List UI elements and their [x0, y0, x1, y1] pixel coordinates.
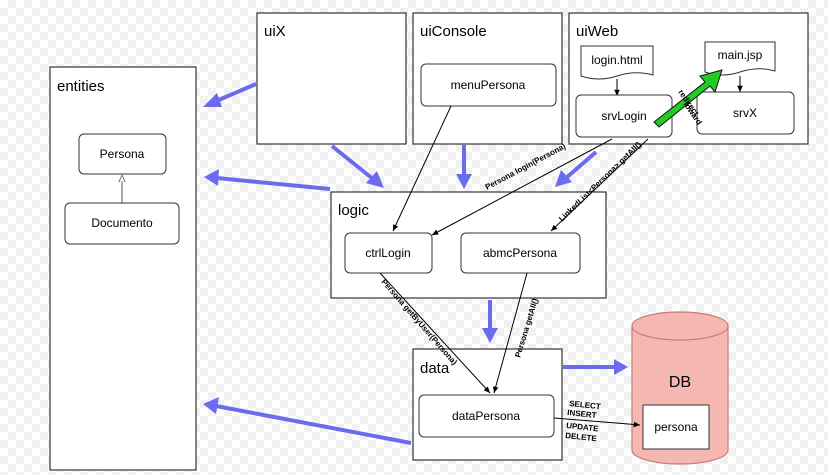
srvlogin-to-abmc-arrow: [550, 138, 649, 232]
data-to-db-arrow: [563, 359, 628, 375]
node-data-persona: dataPersona: [418, 394, 555, 438]
package-logic-title: logic: [338, 202, 369, 219]
node-documento: Documento: [64, 202, 180, 245]
dependency-arrows: [203, 82, 628, 445]
node-ctrl-login: ctrlLogin: [344, 232, 433, 274]
data-persona-label: dataPersona: [452, 409, 520, 423]
node-persona: Persona: [78, 133, 167, 175]
menu-to-ctrl-arrow: [392, 105, 452, 232]
node-main-jsp: main.jsp: [704, 41, 776, 76]
login-html-label: login.html: [591, 53, 642, 67]
srvlogin-to-ctrl-arrow: [431, 138, 613, 236]
package-uix: uiX: [256, 12, 407, 145]
node-persona-table: persona: [642, 404, 710, 450]
sql-op-select: SELECT: [569, 399, 601, 411]
node-srv-login: srvLogin: [575, 94, 673, 138]
package-uiweb-title: uiWeb: [576, 23, 618, 40]
abmc-persona-label: abmcPersona: [483, 246, 557, 260]
datapersona-to-table-arrow: [553, 417, 641, 428]
data-to-entities-arrow: [203, 397, 412, 445]
package-data-title: data: [420, 360, 450, 377]
menu-persona-label: menuPersona: [451, 78, 526, 92]
uiweb-to-logic-arrow: [555, 150, 598, 187]
node-abmc-persona: abmcPersona: [460, 232, 581, 274]
persona-table-label: persona: [654, 420, 698, 434]
sql-op-insert: INSERT: [567, 408, 597, 420]
logic-to-data-arrow: [482, 300, 498, 343]
ctrl-login-label: ctrlLogin: [365, 246, 410, 260]
package-entities: entities: [49, 66, 197, 471]
abmc-to-datapersona-arrow: [492, 272, 528, 394]
srv-login-label: srvLogin: [601, 109, 646, 123]
logic-to-entities-arrow: [204, 169, 331, 191]
sql-op-delete: DELETE: [565, 431, 598, 443]
node-menu-persona: menuPersona: [420, 63, 557, 107]
redirect-arrow: [653, 69, 723, 128]
main-jsp-label: main.jsp: [718, 48, 763, 62]
ctrl-to-datapersona-arrow: [379, 272, 491, 394]
srv-x-label: srvX: [733, 106, 757, 120]
sql-operations: SELECT INSERT UPDATE DELETE: [565, 399, 601, 443]
db-label: DB: [669, 374, 691, 391]
login-call-label: Persona login(Persona): [484, 142, 568, 192]
node-login-html: login.html: [580, 45, 654, 80]
package-uiconsole-title: uiConsole: [420, 23, 487, 40]
package-uix-title: uiX: [264, 23, 286, 40]
uix-to-logic-arrow: [330, 144, 384, 188]
node-srv-x: srvX: [696, 91, 795, 135]
package-entities-title: entities: [57, 78, 105, 95]
uiconsole-to-logic-arrow: [456, 145, 472, 189]
documento-label: Documento: [91, 216, 153, 230]
sql-op-update: UPDATE: [566, 421, 600, 433]
uix-to-entities-arrow: [203, 82, 257, 107]
persona-label: Persona: [100, 147, 145, 161]
